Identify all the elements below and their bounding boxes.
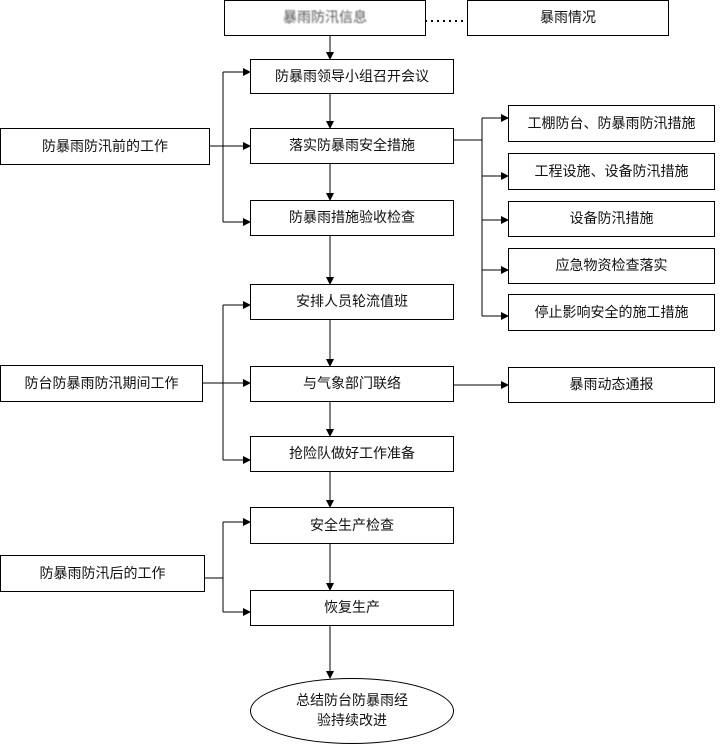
- measure-label-3: 设备防汛措施: [569, 211, 654, 227]
- measure-box-3: 设备防汛措施: [508, 201, 715, 237]
- step-rescue-label: 抢险队做好工作准备: [289, 446, 415, 462]
- step-inspect-label: 防暴雨措施验收检查: [289, 210, 415, 226]
- rain-situation-label: 暴雨情况: [540, 10, 596, 26]
- measure-box-1: 工棚防台、防暴雨防汛措施: [508, 105, 715, 142]
- phase-before-box: 防暴雨防汛前的工作: [0, 128, 210, 165]
- summary-oval: 总结防台防暴雨经 验持续改进: [250, 678, 454, 744]
- phase-after-box: 防暴雨防汛后的工作: [0, 555, 205, 592]
- step-shift-box: 安排人员轮流值班: [250, 284, 454, 320]
- rain-situation-box: 暴雨情况: [467, 0, 669, 36]
- step-implement-label: 落实防暴雨安全措施: [289, 138, 415, 154]
- measure-box-4: 应急物资检查落实: [508, 248, 715, 284]
- report-label: 暴雨动态通报: [569, 377, 654, 393]
- info-source-label: 暴雨防汛信息: [283, 10, 367, 26]
- summary-line-2: 验持续改进: [317, 713, 387, 729]
- phase-during-label: 防台防暴雨防汛期间工作: [24, 375, 179, 392]
- step-meeting-label: 防暴雨领导小组召开会议: [275, 68, 429, 85]
- measure-box-5: 停止影响安全的施工措施: [508, 294, 715, 331]
- step-meeting-box: 防暴雨领导小组召开会议: [250, 59, 454, 94]
- measure-label-2: 工程设施、设备防汛措施: [534, 163, 689, 180]
- phase-during-box: 防台防暴雨防汛期间工作: [0, 365, 203, 402]
- measure-label-4: 应急物资检查落实: [555, 258, 668, 274]
- info-source-box: 暴雨防汛信息: [224, 0, 426, 36]
- measure-label-1: 工棚防台、防暴雨防汛措施: [527, 115, 696, 132]
- step-safety-check-box: 安全生产检查: [250, 507, 454, 544]
- step-resume-label: 恢复生产: [324, 600, 380, 616]
- step-contact-box: 与气象部门联络: [250, 366, 454, 402]
- step-shift-label: 安排人员轮流值班: [296, 294, 408, 310]
- summary-line-1: 总结防台防暴雨经: [296, 693, 408, 709]
- report-box: 暴雨动态通报: [508, 367, 715, 403]
- step-inspect-box: 防暴雨措施验收检查: [250, 200, 454, 236]
- measure-box-2: 工程设施、设备防汛措施: [508, 153, 715, 190]
- measure-label-5: 停止影响安全的施工措施: [534, 304, 689, 321]
- step-implement-box: 落实防暴雨安全措施: [250, 128, 454, 164]
- phase-before-label: 防暴雨防汛前的工作: [42, 138, 168, 155]
- phase-after-label: 防暴雨防汛后的工作: [39, 565, 166, 582]
- step-contact-label: 与气象部门联络: [303, 376, 401, 392]
- step-resume-box: 恢复生产: [250, 590, 454, 626]
- step-safety-check-label: 安全生产检查: [310, 517, 394, 534]
- step-rescue-box: 抢险队做好工作准备: [250, 436, 454, 472]
